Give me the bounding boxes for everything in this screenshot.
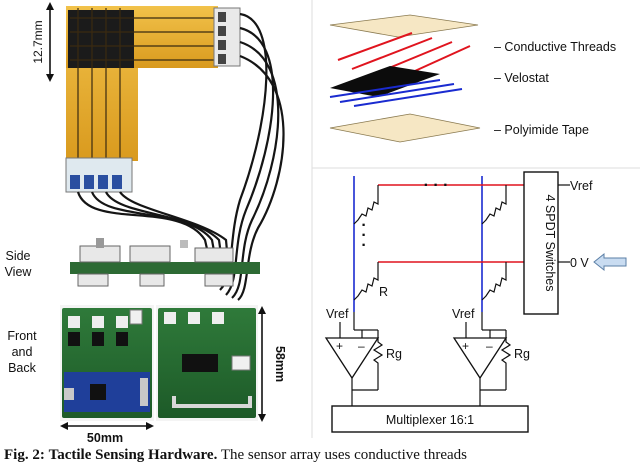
- side-view-label-2: View: [5, 265, 33, 279]
- dimension-height-label: 12.7mm: [31, 20, 45, 63]
- sensor-photo: 12.7mm Side View Front and Back 50mm 58m…: [5, 0, 287, 445]
- connectors-bottom: [65, 157, 133, 193]
- vref-left-label: Vref: [326, 307, 349, 321]
- dots-horizontal: · · ·: [424, 177, 449, 194]
- caption-text: The sensor array uses conductive threads: [220, 447, 467, 463]
- front-back-label-3: Back: [8, 361, 37, 375]
- layer-velostat: [330, 66, 440, 97]
- op-amp-left: [324, 337, 380, 380]
- caption-title: Tactile Sensing Hardware.: [48, 447, 218, 463]
- dimension-height: [46, 2, 54, 82]
- side-view-board: [70, 238, 260, 287]
- dots-vertical-2: ·: [361, 227, 366, 244]
- opamp-left-plus: +: [336, 339, 343, 353]
- rg-right-label: Rg: [514, 347, 530, 361]
- opamp-right-minus: –: [486, 339, 493, 353]
- switches-label: 4 SPDT Switches: [543, 194, 557, 291]
- op-amp-right: [452, 337, 508, 380]
- layer-bottom-tape: [329, 113, 481, 143]
- circuit-diagram: [324, 171, 627, 433]
- caption-label: Fig. 2:: [4, 447, 45, 463]
- dimension-width: [60, 422, 154, 430]
- connectors-right: [213, 7, 241, 67]
- vref-right-label: Vref: [570, 179, 593, 193]
- switch-box: [523, 171, 559, 315]
- dots-vertical-3: ·: [361, 237, 366, 254]
- dimension-width-label: 50mm: [87, 431, 123, 445]
- rg-left-label: Rg: [386, 347, 402, 361]
- blue-threads: [329, 79, 463, 107]
- multiplexer-box: [331, 405, 529, 433]
- zero-v-arrow: [593, 252, 627, 272]
- layer-top-tape: [329, 14, 479, 38]
- dots-vertical-1: ·: [361, 217, 366, 234]
- multiplexer-label: Multiplexer 16:1: [386, 413, 474, 427]
- side-view-label-1: Side: [5, 249, 30, 263]
- dimension-board: [258, 306, 266, 422]
- front-back-label-1: Front: [7, 329, 37, 343]
- threads-vertical: [77, 8, 121, 160]
- opamp-left-minus: –: [358, 339, 365, 353]
- opamp-right-plus: +: [462, 339, 469, 353]
- layer-stack: – Conductive Threads – Velostat – Polyim…: [329, 14, 616, 143]
- zero-v-label: 0 V: [570, 256, 589, 270]
- front-board: [60, 305, 154, 421]
- threads-horizontal: [70, 17, 216, 61]
- label-velostat: – Velostat: [494, 71, 549, 85]
- back-board: [156, 305, 258, 421]
- label-conductive-threads: – Conductive Threads: [494, 40, 616, 54]
- velostat-patch: [68, 10, 134, 68]
- vref-mid-label: Vref: [452, 307, 475, 321]
- figure-caption: Fig. 2: Tactile Sensing Hardware. The se…: [4, 444, 640, 467]
- front-back-label-2: and: [12, 345, 33, 359]
- dimension-board-label: 58mm: [273, 346, 287, 382]
- resistor-label: R: [379, 285, 388, 299]
- label-polyimide-tape: – Polyimide Tape: [494, 123, 589, 137]
